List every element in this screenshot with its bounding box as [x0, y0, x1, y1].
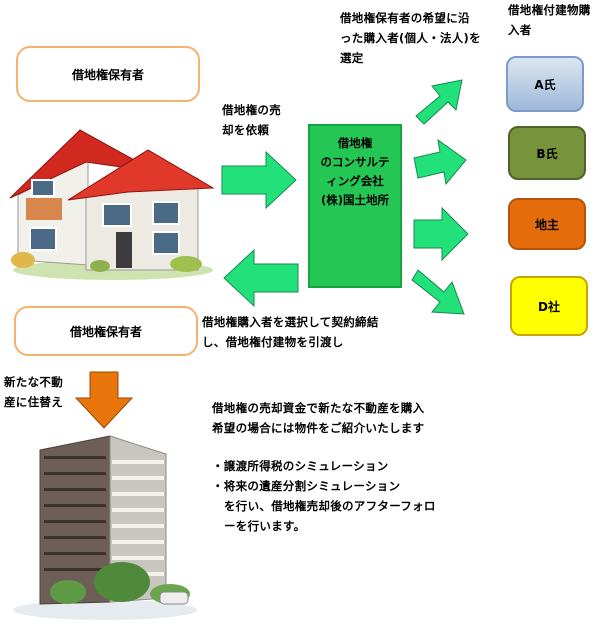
contract-text: 借地権購入者を選択して契約締結 し、借地権付建物を引渡し [202, 315, 379, 349]
apartment-building-illustration [13, 435, 197, 620]
selection-note: 借地権保有者の希望に沿 った購入者(個人・法人)を 選定 [340, 11, 481, 65]
buyer-b: B氏 [508, 126, 586, 180]
arrow-to-buyer-c [413, 206, 469, 262]
arrow-to-buyer-a [415, 79, 463, 125]
reinvest-text: 借地権の売却資金で新たな不動産を購入 希望の場合には物件をご紹介いたします [212, 401, 425, 435]
owner-top-label: 借地権保有者 [71, 67, 144, 82]
consultant-line: のコンサルテ [320, 155, 390, 169]
service-item-cont: ーを行います。 [224, 519, 306, 533]
move-text: 新たな不動 産に住替え [4, 375, 63, 409]
owner-top-box: 借地権保有者 [16, 46, 200, 102]
owner-bottom-box: 借地権保有者 [14, 306, 198, 356]
service-item: ・将来の遺産分割シミュレーション [212, 479, 401, 493]
buyer-landlord: 地主 [508, 198, 586, 250]
consultant-line: 借地権 [337, 136, 373, 150]
owner-bottom-label: 借地権保有者 [69, 324, 142, 339]
house-illustration [9, 129, 215, 280]
buyer-a: A氏 [506, 56, 584, 112]
service-item: ・譲渡所得税のシミュレーション [212, 459, 389, 473]
arrow-to-owner [223, 248, 299, 308]
services-list: ・譲渡所得税のシミュレーション ・将来の遺産分割シミュレーション を行い、借地権… [212, 456, 436, 536]
buyer-d: D社 [510, 276, 588, 336]
arrow-to-buyer-b [413, 138, 467, 186]
sell-request-text: 借地権の売 却を依頼 [222, 103, 281, 137]
consultant-line: (株)国土地所 [320, 193, 389, 207]
arrow-to-buyer-d [411, 269, 465, 315]
service-item-cont: を行い、借地権売却後のアフターフォロ [224, 499, 436, 513]
arrow-to-consultant [221, 150, 297, 210]
consultant-box: 借地権 のコンサルテ ィング会社 (株)国土地所 [308, 124, 402, 288]
arrow-down [74, 371, 134, 429]
buyers-header: 借地権付建物購 入者 [508, 3, 591, 37]
consultant-line: ィング会社 [326, 174, 384, 188]
